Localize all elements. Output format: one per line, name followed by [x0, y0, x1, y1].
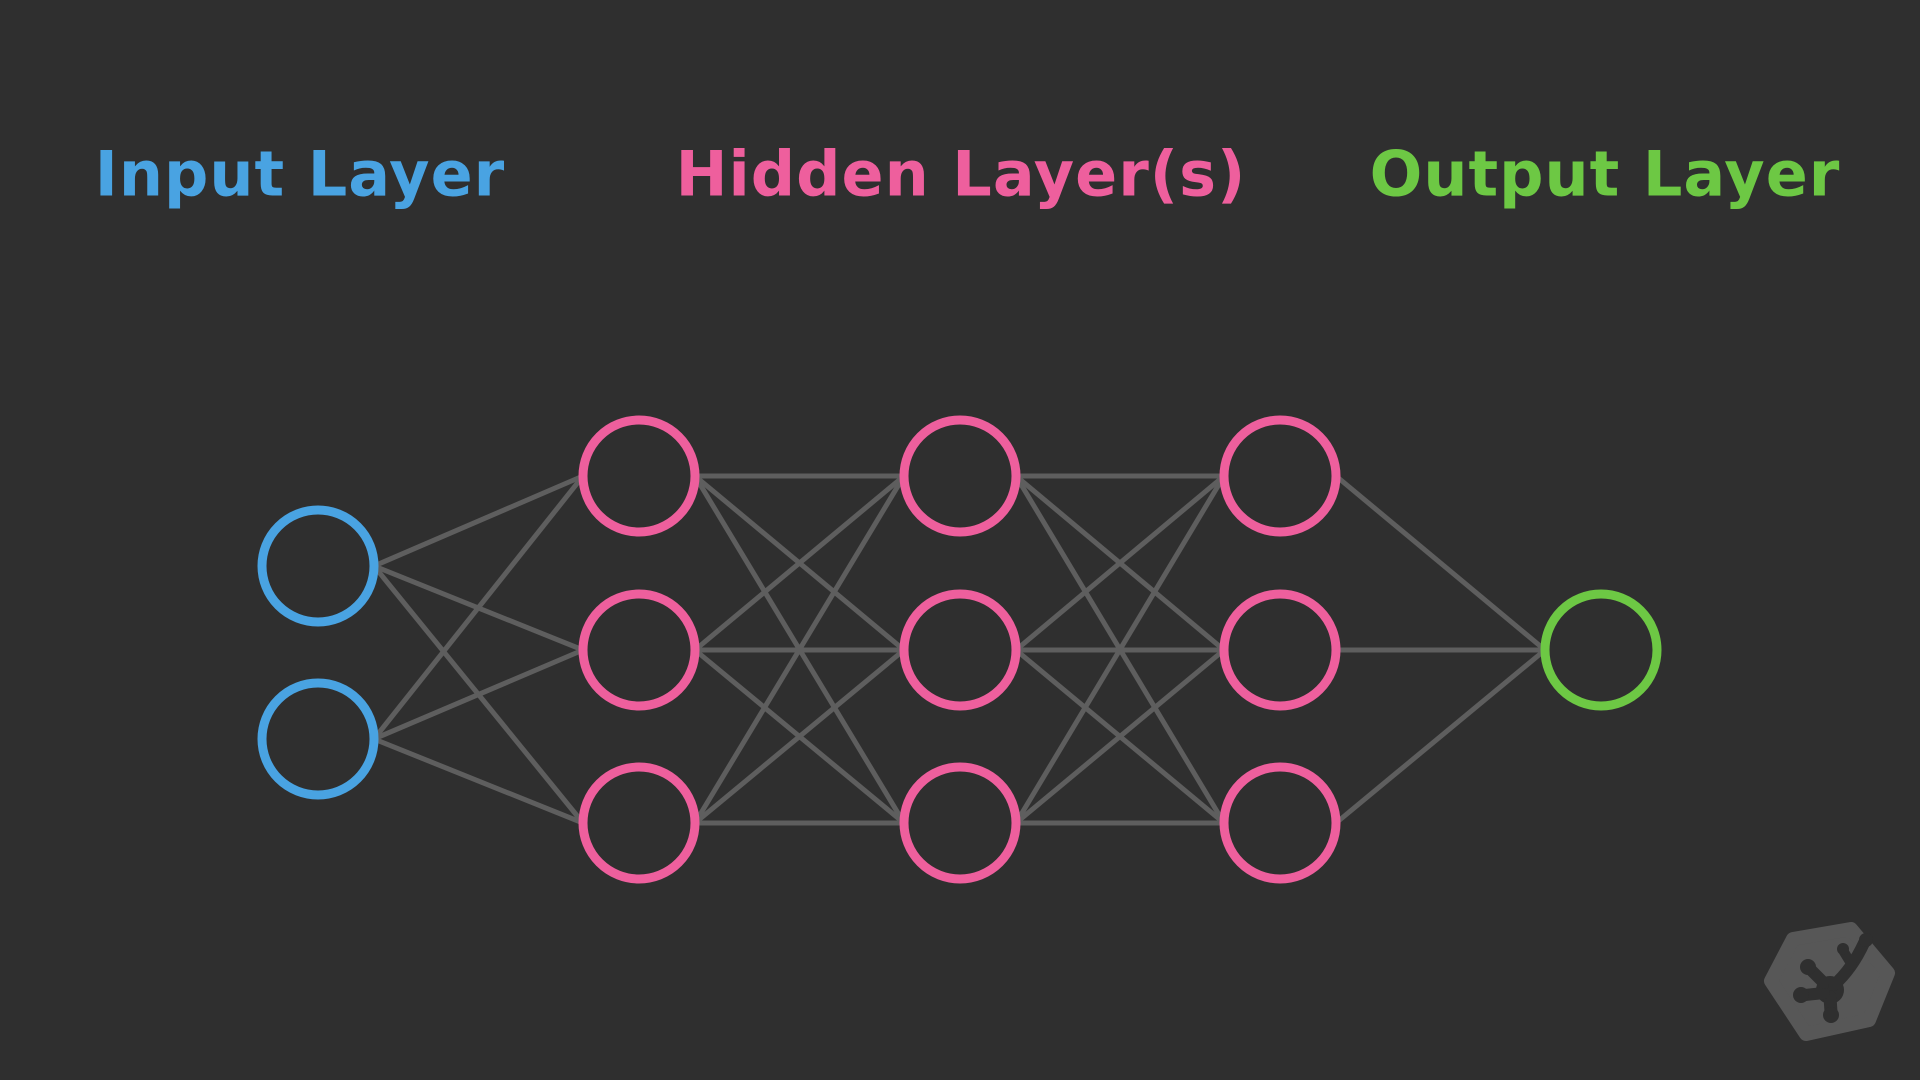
hidden-layer-1-node [578, 415, 700, 537]
connection-edge [373, 473, 584, 569]
connection-edge [1334, 648, 1547, 825]
hidden-layer-3-node [1219, 415, 1341, 537]
hidden-layer-3-node [1219, 762, 1341, 884]
label-input-layer: Input Layer [94, 137, 506, 211]
connection-edge [372, 474, 585, 741]
output-layer-node [1540, 589, 1662, 711]
hidden-layer-1-node [578, 762, 700, 884]
gecko-foot-cutout [1793, 933, 1873, 1023]
hidden-layer-3-node [1219, 589, 1341, 711]
hidden-layer-2-node [899, 589, 1021, 711]
label-hidden-layer: Hidden Layer(s) [675, 137, 1247, 211]
connection-edge [1014, 474, 1226, 652]
connection-edge [692, 474, 907, 825]
hidden-layer-1-node [578, 589, 700, 711]
connection-edge [373, 736, 584, 826]
connection-edge [373, 647, 584, 742]
hidden-layer-2-node [899, 762, 1021, 884]
connection-edge [1334, 474, 1547, 652]
hidden-layer-2-node [899, 415, 1021, 537]
label-output-layer: Output Layer [1369, 137, 1841, 211]
connection-edge [693, 648, 906, 825]
input-layer-node [257, 678, 379, 800]
connection-edge [1013, 474, 1227, 825]
connection-edge [1014, 648, 1226, 825]
connection-edge [693, 474, 906, 652]
input-layer-node [257, 505, 379, 627]
gecko-foot-hexagon-logo [1764, 922, 1895, 1041]
